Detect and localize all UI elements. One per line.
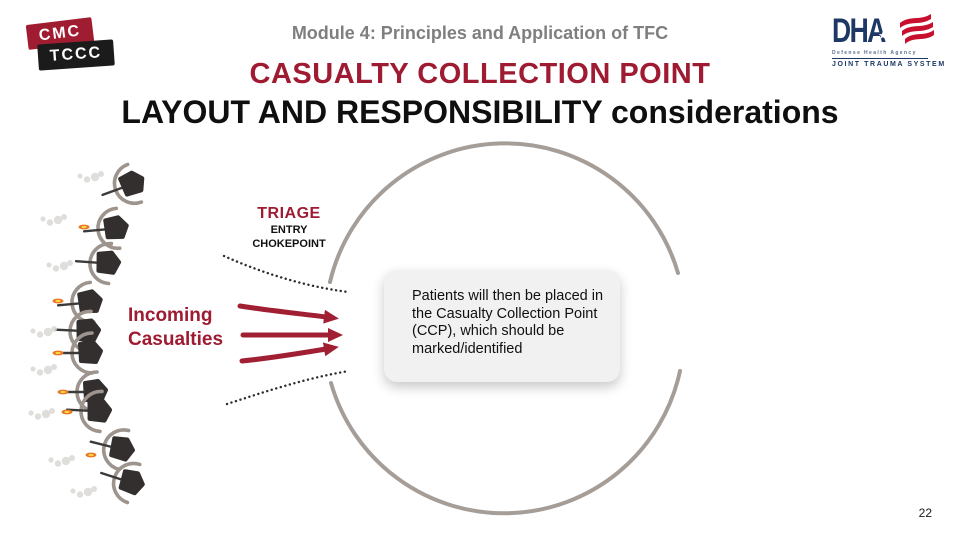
funnel-dotted-line-lower — [225, 369, 351, 406]
dha-acronym: DHA — [832, 12, 886, 50]
ccp-note-text: Patients will then be placed in the Casu… — [412, 288, 604, 357]
slide-title-line2: LAYOUT AND RESPONSIBILITY considerations — [121, 94, 839, 130]
soldier-icon — [93, 451, 151, 508]
flow-arrow-bottom — [239, 342, 339, 364]
chokepoint-label: CHOKEPOINT — [252, 237, 326, 250]
incoming-casualties-label: Incoming Casualties — [128, 304, 223, 352]
muzzle-flash-icon — [61, 409, 73, 415]
flow-arrow-top — [237, 303, 339, 324]
smoke-icon — [77, 171, 104, 183]
muzzle-flash-icon — [85, 452, 97, 458]
smoke-icon — [28, 408, 55, 420]
muzzle-flash-icon — [78, 224, 90, 230]
ccp-note-box: Patients will then be placed in the Casu… — [384, 270, 620, 382]
incoming-line2: Casualties — [128, 329, 224, 350]
triage-label-block: TRIAGE ENTRY CHOKEPOINT — [229, 205, 349, 250]
funnel-dotted-line-upper — [222, 254, 350, 294]
dha-divider — [832, 58, 928, 59]
muzzle-flash-icon — [52, 350, 64, 356]
smoke-icon — [48, 455, 75, 467]
incoming-line1: Incoming — [128, 305, 213, 326]
smoke-icon — [30, 364, 57, 376]
slide-title-line1: CASUALTY COLLECTION POINT — [249, 58, 711, 90]
soldier-icon — [93, 159, 152, 216]
ccp-circle-bottom-arc — [329, 369, 682, 516]
smoke-icon — [46, 260, 73, 272]
ccp-circle-top-arc — [328, 141, 680, 284]
entry-label: ENTRY — [270, 224, 308, 236]
dha-subtitle: Defense Health Agency — [832, 50, 917, 56]
muzzle-flash-icon — [57, 389, 69, 395]
star-icon: ★ — [878, 30, 888, 42]
dha-logo-row: DHA ★ — [832, 12, 940, 50]
page-number: 22 — [918, 506, 932, 520]
dha-org-label: JOINT TRAUMA SYSTEM — [832, 61, 946, 68]
muzzle-flash-icon — [52, 298, 64, 304]
smoke-icon — [70, 486, 97, 498]
module-header: Module 4: Principles and Application of … — [291, 23, 669, 43]
tccc-stamp: TCCC — [37, 39, 115, 71]
smoke-icon — [40, 214, 67, 226]
triage-label: TRIAGE — [257, 205, 321, 222]
dha-logo: DHA ★ Defense Health Agency JOINT TRAUMA… — [832, 12, 946, 68]
smoke-icon — [30, 326, 57, 338]
soldier-icon — [54, 279, 105, 328]
tccc-stamp-label: TCCC — [49, 44, 103, 65]
flag-stripes-icon — [900, 14, 934, 44]
